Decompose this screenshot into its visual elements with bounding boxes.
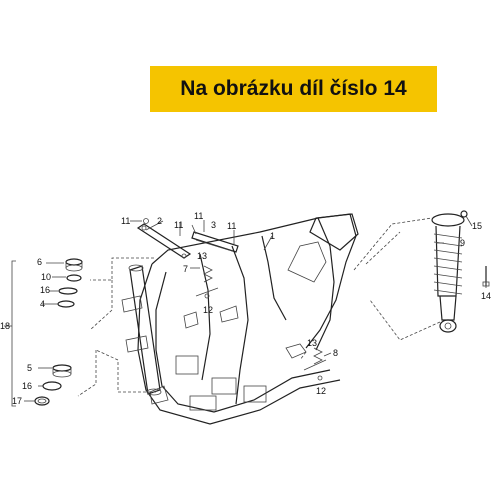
banner-text: Na obrázku díl číslo 14 [180,77,407,100]
part-number-banner: Na obrázku díl číslo 14 [150,66,437,112]
screws-11 [143,218,235,244]
rear-shock-absorber [431,213,465,333]
callout-14: 14 [481,291,491,301]
spring-assembly-lower [303,347,327,381]
callout-8: 8 [333,348,338,358]
callout-labels: 1 2 3 4 5 6 7 8 9 10 11 11 11 11 12 12 1… [0,211,491,406]
spring-assembly-upper [195,265,219,299]
bolt-part-15 [460,210,468,218]
callout-11d: 11 [227,221,236,231]
callout-10: 10 [41,272,51,282]
callout-13a: 13 [197,251,207,261]
leader-lines [4,215,487,407]
callout-4: 4 [40,299,45,309]
callout-2: 2 [157,216,162,226]
callout-16b: 16 [22,381,32,391]
callout-15: 15 [472,221,482,231]
callout-1: 1 [270,231,275,241]
callout-11b: 11 [174,220,183,230]
bracket-part-2 [136,223,192,259]
callout-12b: 12 [316,386,326,396]
callout-9: 9 [460,238,465,248]
callout-3: 3 [211,220,216,230]
bracket-part-3 [191,231,239,253]
callout-12a: 12 [203,305,213,315]
callout-17: 17 [12,396,22,406]
callout-5: 5 [27,363,32,373]
callout-13b: 13 [307,338,317,348]
callout-16a: 16 [40,285,50,295]
callout-6: 6 [37,257,42,267]
callout-11a: 11 [121,216,130,226]
callout-11c: 11 [194,211,203,221]
main-frame [137,213,359,425]
callout-7: 7 [183,264,188,274]
steering-head-tube [121,264,162,396]
callout-18: 18 [0,321,10,331]
leader-dashed-lines [77,217,441,397]
